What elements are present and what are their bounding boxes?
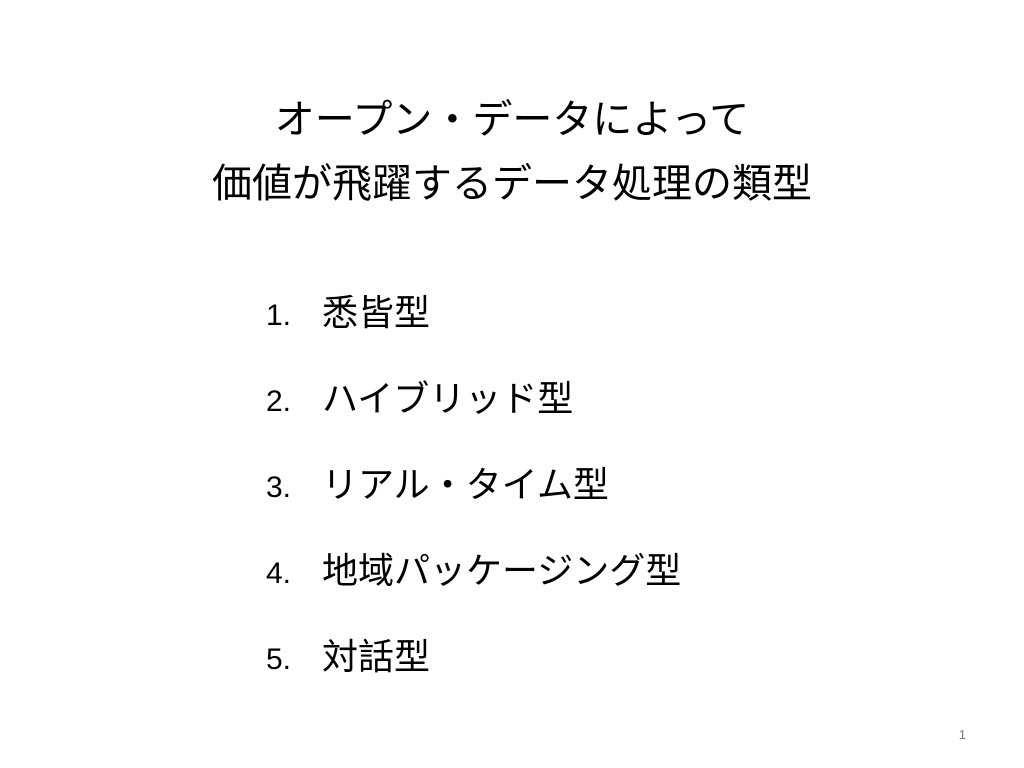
slide-title: オープン・データによって 価値が飛躍するデータ処理の類型 xyxy=(0,88,1024,216)
list-item-label: 地域パッケージング型 xyxy=(322,551,682,592)
list-item: 1. 悉皆型 xyxy=(266,286,966,342)
list-item: 3. リアル・タイム型 xyxy=(266,458,966,514)
title-line-1: オープン・データによって xyxy=(274,97,750,143)
type-list: 1. 悉皆型 2. ハイブリッド型 3. リアル・タイム型 4. 地域パッケージ… xyxy=(266,286,966,716)
list-item-number: 1. xyxy=(266,299,292,332)
list-item: 4. 地域パッケージング型 xyxy=(266,544,966,600)
page-number: 1 xyxy=(958,727,966,742)
list-item-label: 悉皆型 xyxy=(322,293,431,334)
list-item-number: 3. xyxy=(266,471,292,504)
list-item: 2. ハイブリッド型 xyxy=(266,372,966,428)
list-item: 5. 対話型 xyxy=(266,630,966,686)
list-item-number: 5. xyxy=(266,643,292,676)
list-item-label: ハイブリッド型 xyxy=(322,379,574,420)
title-line-2: 価値が飛躍するデータ処理の類型 xyxy=(212,161,812,207)
list-item-number: 2. xyxy=(266,385,292,418)
list-item-label: 対話型 xyxy=(322,637,431,678)
list-item-label: リアル・タイム型 xyxy=(322,465,609,506)
list-item-number: 4. xyxy=(266,557,292,590)
